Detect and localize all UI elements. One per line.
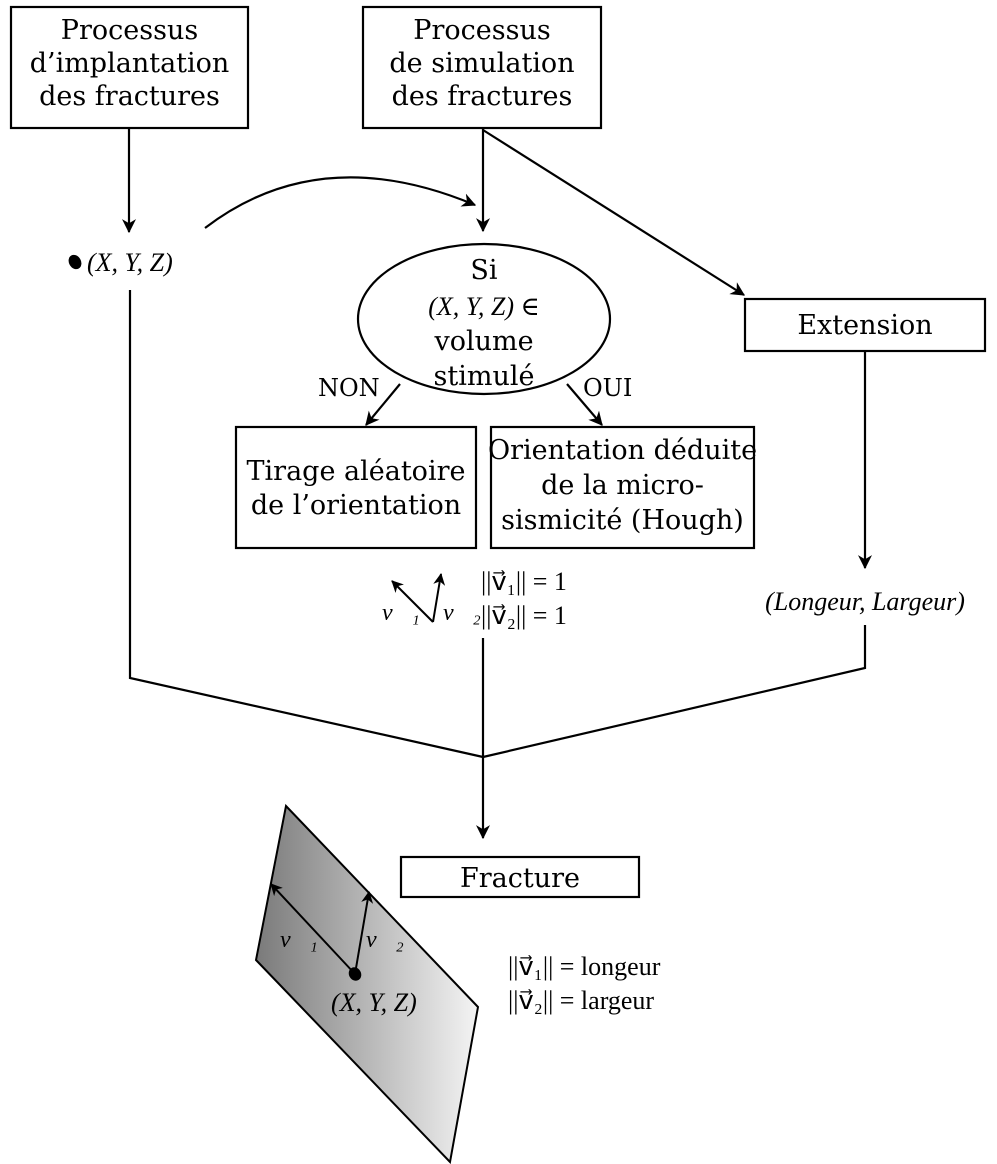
fracture-v1-label: v⃗₁ — [280, 927, 318, 953]
box-orientation-line-3: sismicité (Hough) — [501, 505, 744, 536]
decision-line-4: stimulé — [434, 361, 535, 392]
decision-line-1: Si — [470, 255, 497, 286]
fracture-norm-2: ||v⃗₂|| = largeur — [508, 986, 654, 1015]
fracture-norm-1: ||v⃗₁|| = longeur — [508, 952, 661, 981]
fracture-v2-label: v⃗₂ — [366, 927, 404, 953]
box-implantation-line-1: Processus — [61, 15, 198, 46]
unit-vectors-glyph: v⃗₁ v⃗₂ — [382, 573, 481, 626]
decision-line-2: (X, Y, Z) ∈ — [428, 292, 539, 321]
decision-node: Si (X, Y, Z) ∈ volume stimulé — [356, 242, 612, 396]
box-orientation-line-1: Orientation déduite — [488, 435, 757, 466]
unit-vector-v2-label: v⃗₂ — [443, 600, 481, 626]
box-simulation-line-3: des fractures — [392, 81, 573, 112]
unit-norm-2: ||v⃗₂|| = 1 — [481, 601, 567, 630]
label-no: NON — [318, 374, 380, 402]
box-simulation: Processus de simulation des fractures — [361, 5, 603, 130]
decision-line-3: volume — [433, 326, 533, 357]
connector-dimensions-to-merge — [482, 625, 867, 759]
box-implantation-line-2: d’implantation — [30, 48, 230, 79]
box-extension-line-1: Extension — [797, 310, 932, 341]
box-simulation-line-2: de simulation — [389, 48, 574, 79]
box-implantation: Processus d’implantation des fractures — [9, 5, 250, 130]
box-implantation-line-3: des fractures — [39, 81, 220, 112]
point-dot — [68, 254, 82, 270]
point-label: (X, Y, Z) — [87, 248, 173, 277]
fracture-v1-arrow — [270, 883, 356, 975]
box-extension: Extension — [743, 297, 987, 353]
box-tirage-line-1: Tirage aléatoire — [247, 456, 466, 487]
unit-vector-v1-label: v⃗₁ — [382, 600, 420, 626]
unit-vector-v2-arrow — [432, 573, 446, 623]
label-yes: OUI — [583, 374, 632, 402]
box-orientation-line-2: de la micro- — [541, 470, 704, 501]
box-fracture: Fracture — [399, 855, 641, 899]
dimensions-label: (Longeur, Largeur) — [765, 587, 965, 616]
unit-norm-1: ||v⃗₁|| = 1 — [481, 567, 567, 596]
box-simulation-line-1: Processus — [413, 15, 550, 46]
arrow-point-to-decision — [204, 176, 477, 229]
arrow-yes-branch — [566, 383, 603, 426]
box-fracture-line-1: Fracture — [460, 863, 580, 894]
connector-point-to-merge — [128, 290, 484, 759]
fracture-plane: v⃗₁ v⃗₂ (X, Y, Z) — [254, 803, 480, 1164]
arrow-no-branch — [365, 383, 401, 426]
fracture-center-label: (X, Y, Z) — [331, 988, 417, 1017]
arrow-simulation-to-extension — [482, 129, 745, 296]
box-tirage-line-2: de l’orientation — [251, 490, 461, 521]
box-orientation: Orientation déduite de la micro- sismici… — [488, 425, 757, 550]
fracture-v2-arrow — [354, 891, 374, 975]
fracture-plane-shape — [254, 803, 480, 1164]
box-tirage: Tirage aléatoire de l’orientation — [234, 425, 478, 550]
fracture-center-dot — [348, 967, 362, 981]
unit-vector-v1-arrow — [391, 580, 434, 623]
